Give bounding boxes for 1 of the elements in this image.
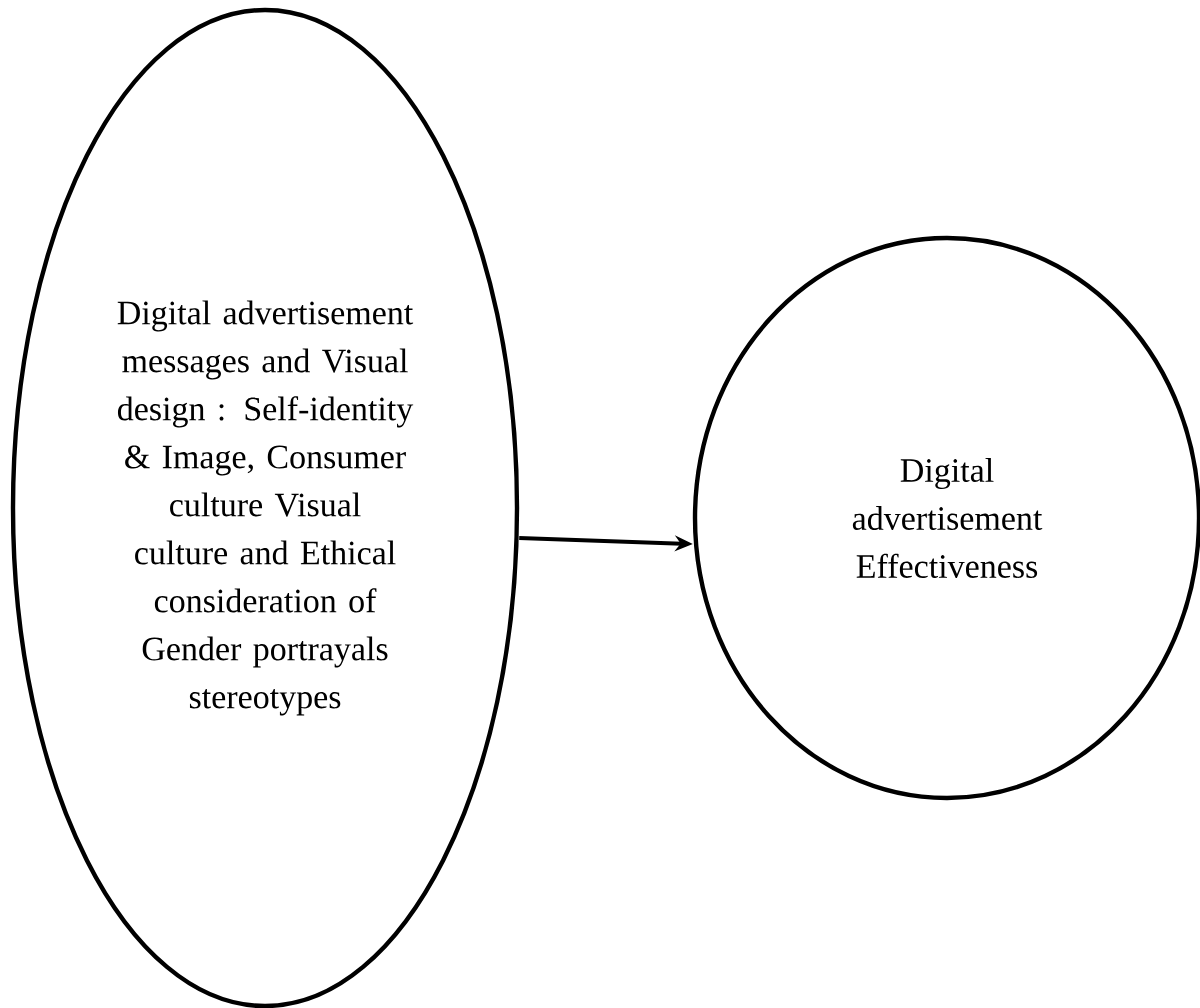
ellipse-node: Digital advertisement messages and Visual design : Self-identity & Image, Consumer culture Visual culture and Ethical consideration of Gender portrayals stereotypes bbox=[10, 7, 520, 1008]
